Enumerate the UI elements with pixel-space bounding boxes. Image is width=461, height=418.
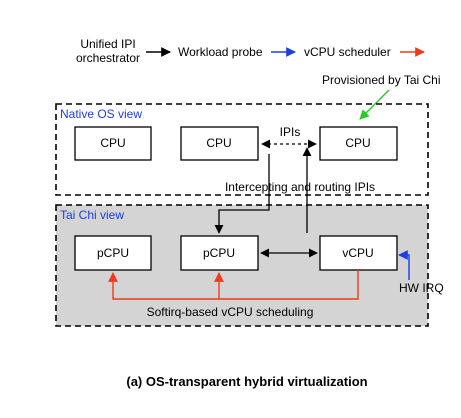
native-cpu-2-label: CPU xyxy=(206,136,231,150)
taichi-view-label: Tai Chi view xyxy=(60,208,124,222)
legend-orchestrator-line2: orchestrator xyxy=(76,51,140,65)
taichi-vcpu-label: vCPU xyxy=(342,246,373,260)
softirq-arrow-to-pcpu1 xyxy=(108,270,359,300)
taichi-vcpu xyxy=(319,235,398,271)
intercepting-label: Intercepting and routing IPIs xyxy=(225,180,375,194)
legend-workload-probe: Workload probe xyxy=(178,45,263,59)
legend: Unified IPI orchestrator Workload probe … xyxy=(76,37,425,65)
native-cpu-3-label: CPU xyxy=(345,136,370,150)
hw-irq-label: HW IRQ xyxy=(399,281,444,295)
native-cpu-2 xyxy=(180,126,259,161)
ipis-label: IPIs xyxy=(280,125,301,139)
legend-orchestrator-line1: Unified IPI xyxy=(80,37,135,51)
provisioned-label: Provisioned by Tai Chi xyxy=(322,73,441,87)
native-cpu-3 xyxy=(319,126,398,161)
taichi-pcpu-1 xyxy=(74,235,152,271)
hw-irq-arrow xyxy=(398,250,410,280)
native-os-view-label: Native OS view xyxy=(60,107,142,121)
taichi-pcpu-2 xyxy=(180,235,259,271)
taichi-pcpu-1-label: pCPU xyxy=(97,246,129,260)
native-os-view-frame xyxy=(55,103,429,196)
taichi-pcpu-2-label: pCPU xyxy=(203,246,235,260)
native-cpu-1-label: CPU xyxy=(100,136,125,150)
softirq-label: Softirq-based vCPU scheduling xyxy=(147,305,314,319)
native-cpu-1 xyxy=(74,126,152,161)
provisioned-arrow xyxy=(359,89,390,120)
legend-vcpu-scheduler: vCPU scheduler xyxy=(304,45,391,59)
intercept-route-left xyxy=(214,154,270,234)
figure-caption: (a) OS-transparent hybrid virtualization xyxy=(126,374,367,389)
